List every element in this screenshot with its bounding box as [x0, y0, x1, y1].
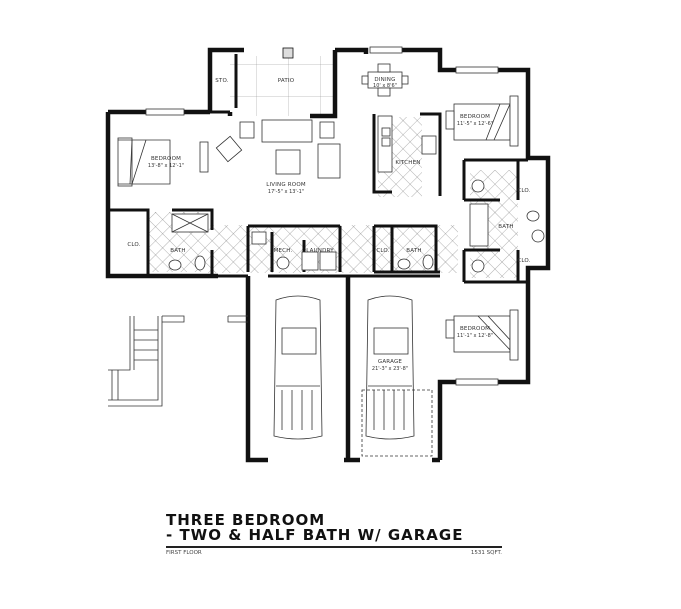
label-kitchen: KITCHEN: [395, 160, 420, 166]
label-laundry: LAUNDRY: [306, 248, 334, 254]
room-labels: STO. PATIO DINING 10' x 8'6" BEDROOM 13'…: [127, 77, 530, 372]
label-living-room: LIVING ROOM: [266, 182, 306, 188]
label-bath-right: BATH: [498, 224, 513, 230]
label-bedroom-left: BEDROOM: [151, 156, 181, 162]
square-footage: 1531 SQFT.: [470, 550, 502, 556]
exterior-walls: [105, 47, 551, 463]
title-rule: [166, 546, 502, 548]
label-closet-hall: CLO.: [376, 248, 389, 254]
label-closet-right-bottom: CLO.: [517, 258, 530, 264]
label-mech: MECH.: [274, 248, 293, 254]
dims-bedroom-left: 13'-8" x 12'-1": [148, 163, 184, 169]
label-closet-right-top: CLO.: [517, 188, 530, 194]
floor-label: FIRST FLOOR: [166, 550, 202, 556]
label-bedroom-bottom-right: BEDROOM: [460, 326, 490, 332]
label-bath-half: BATH: [406, 248, 421, 254]
title-block: THREE BEDROOM - TWO & HALF BATH W/ GARAG…: [166, 511, 502, 556]
label-bath-left: BATH: [170, 248, 185, 254]
interior-walls: [108, 54, 528, 284]
windows: [145, 46, 499, 386]
furniture: [117, 63, 545, 457]
stairs: [108, 315, 248, 407]
plan-title: THREE BEDROOM: [166, 511, 326, 529]
dims-living-room: 17'-5" x 13'-1": [268, 189, 304, 195]
label-garage: GARAGE: [378, 359, 403, 365]
label-patio: PATIO: [278, 78, 295, 84]
label-storage: STO.: [215, 78, 229, 84]
label-bedroom-top-right: BEDROOM: [460, 114, 490, 120]
label-closet-left: CLO.: [127, 242, 140, 248]
dims-bedroom-bottom-right: 11'-1" x 12'-8": [457, 333, 493, 339]
dims-dining: 10' x 8'6": [373, 83, 397, 89]
dims-garage: 21'-3" x 23'-8": [372, 366, 408, 372]
label-dining: DINING: [374, 77, 395, 83]
plan-subtitle: - TWO & HALF BATH W/ GARAGE: [166, 526, 464, 544]
dims-bedroom-top-right: 11'-5" x 12'-6": [457, 121, 493, 127]
